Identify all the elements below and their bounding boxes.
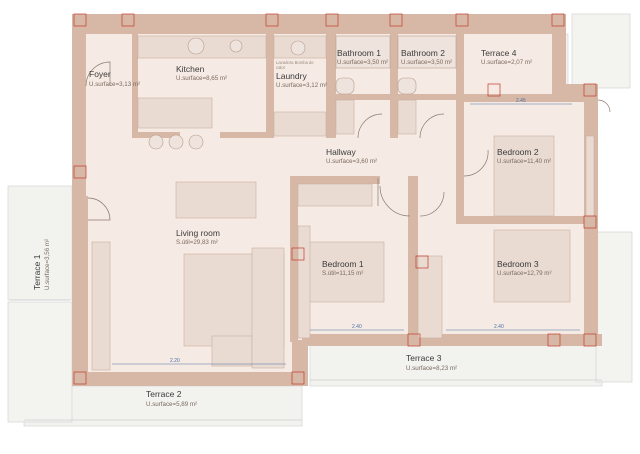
- entry-door: [85, 61, 111, 87]
- laundry-note-1: Lavadora Bomba de: [276, 60, 314, 65]
- bathroom2-area: U.surface=3,50 m²: [401, 59, 452, 66]
- bedroom2-bed: [493, 135, 555, 217]
- hallway-name: Hallway: [326, 147, 357, 157]
- bedroom3-wardrobe: [417, 255, 443, 339]
- terrace3-area: U.surface=8,23 m²: [406, 365, 457, 372]
- furniture: [91, 35, 595, 371]
- terrace-1-area: [7, 185, 73, 301]
- bedroom3-name: Bedroom 3: [497, 259, 539, 269]
- hallway-area: U.surface=3,60 m²: [326, 158, 377, 165]
- inner-walls: [132, 34, 590, 342]
- bedroom1-area: S.útil=11,15 m²: [322, 270, 363, 277]
- bathroom2-vanity: [397, 99, 417, 135]
- dimension-lines: [112, 103, 580, 365]
- laundry-note-2: calor: [276, 65, 286, 70]
- bath2-door: [419, 113, 445, 139]
- dimension-label: 2.20: [170, 358, 180, 364]
- room-labels: Foyer U.surface=3,13 m² Kitchen U.surfac…: [32, 48, 552, 408]
- living-tv-unit: [251, 247, 285, 369]
- terrace-railings: [10, 299, 602, 421]
- dimension-label: 2.40: [494, 324, 504, 330]
- bathroom2-name: Bathroom 2: [401, 48, 445, 58]
- dimension-label: 2.40: [352, 324, 362, 330]
- planter-right-bottom: [595, 231, 633, 383]
- laundry-sink: [290, 40, 306, 56]
- fixtures: [148, 35, 457, 150]
- laundry-bench: [273, 111, 327, 137]
- bedroom3-bed: [493, 229, 571, 303]
- stool-1: [148, 134, 164, 150]
- living-name: Living room: [176, 228, 220, 238]
- bedroom2-door: [463, 149, 489, 177]
- laundry-name: Laundry: [276, 71, 307, 81]
- terrace4-name: Terrace 4: [481, 48, 517, 58]
- stool-2: [168, 134, 184, 150]
- bath2-toilet: [397, 77, 417, 95]
- living-armchair: [211, 335, 253, 367]
- kitchen-sink: [229, 39, 243, 53]
- foyer-area: U.surface=3,13 m²: [89, 81, 140, 88]
- bath1-door: [357, 113, 383, 139]
- bedroom1-name: Bedroom 1: [322, 259, 364, 269]
- terrace2-area: U.surface=5,89 m²: [146, 401, 197, 408]
- laundry-area: U.surface=3,12 m²: [276, 82, 327, 89]
- bathroom1-area: U.surface=3,50 m²: [337, 59, 388, 66]
- bathroom1-name: Bathroom 1: [337, 48, 381, 58]
- bedroom2-wardrobe: [585, 135, 595, 217]
- terrace4-door: [597, 99, 611, 113]
- hob: [187, 37, 205, 55]
- kitchen-name: Kitchen: [176, 64, 205, 74]
- bedroom1-desk: [297, 183, 373, 207]
- kitchen-island: [137, 97, 213, 129]
- hallway-door: [379, 185, 411, 217]
- terrace1-area: U.surface=3,56 m²: [44, 239, 51, 290]
- bedroom2-area: U.surface=11,40 m²: [497, 158, 551, 165]
- living-sideboard: [175, 181, 257, 219]
- column-markers: [73, 13, 597, 385]
- bedroom3-area: U.surface=12,79 m²: [497, 270, 552, 277]
- bath2-shower: [397, 35, 457, 69]
- dimension-label: 2.45: [516, 98, 526, 104]
- bedroom1-wardrobe: [297, 225, 311, 339]
- living-sofa: [91, 241, 111, 371]
- bath1-toilet: [335, 77, 355, 95]
- terrace4-area: U.surface=2,07 m²: [481, 59, 532, 66]
- terrace3-name: Terrace 3: [406, 353, 442, 363]
- bathroom1-vanity: [335, 99, 355, 135]
- bath1-shower: [335, 35, 391, 69]
- door-swings: [85, 61, 611, 221]
- stool-3: [188, 134, 204, 150]
- terrace2-name: Terrace 2: [146, 389, 182, 399]
- terrace1-door: [87, 197, 111, 221]
- planter-right-top: [571, 13, 631, 89]
- living-area: S.útil=29,83 m²: [176, 239, 218, 246]
- kitchen-area: U.surface=8,65 m²: [176, 75, 227, 82]
- bedroom1-bed: [305, 241, 385, 303]
- terrace1-name: Terrace 1: [32, 254, 42, 290]
- bedroom3-door: [419, 191, 445, 217]
- planter-left: [7, 301, 73, 423]
- dimension-labels: 2.45 2.40 2.40 2.20: [170, 98, 526, 364]
- bedroom2-name: Bedroom 2: [497, 147, 539, 157]
- foyer-name: Foyer: [89, 69, 111, 79]
